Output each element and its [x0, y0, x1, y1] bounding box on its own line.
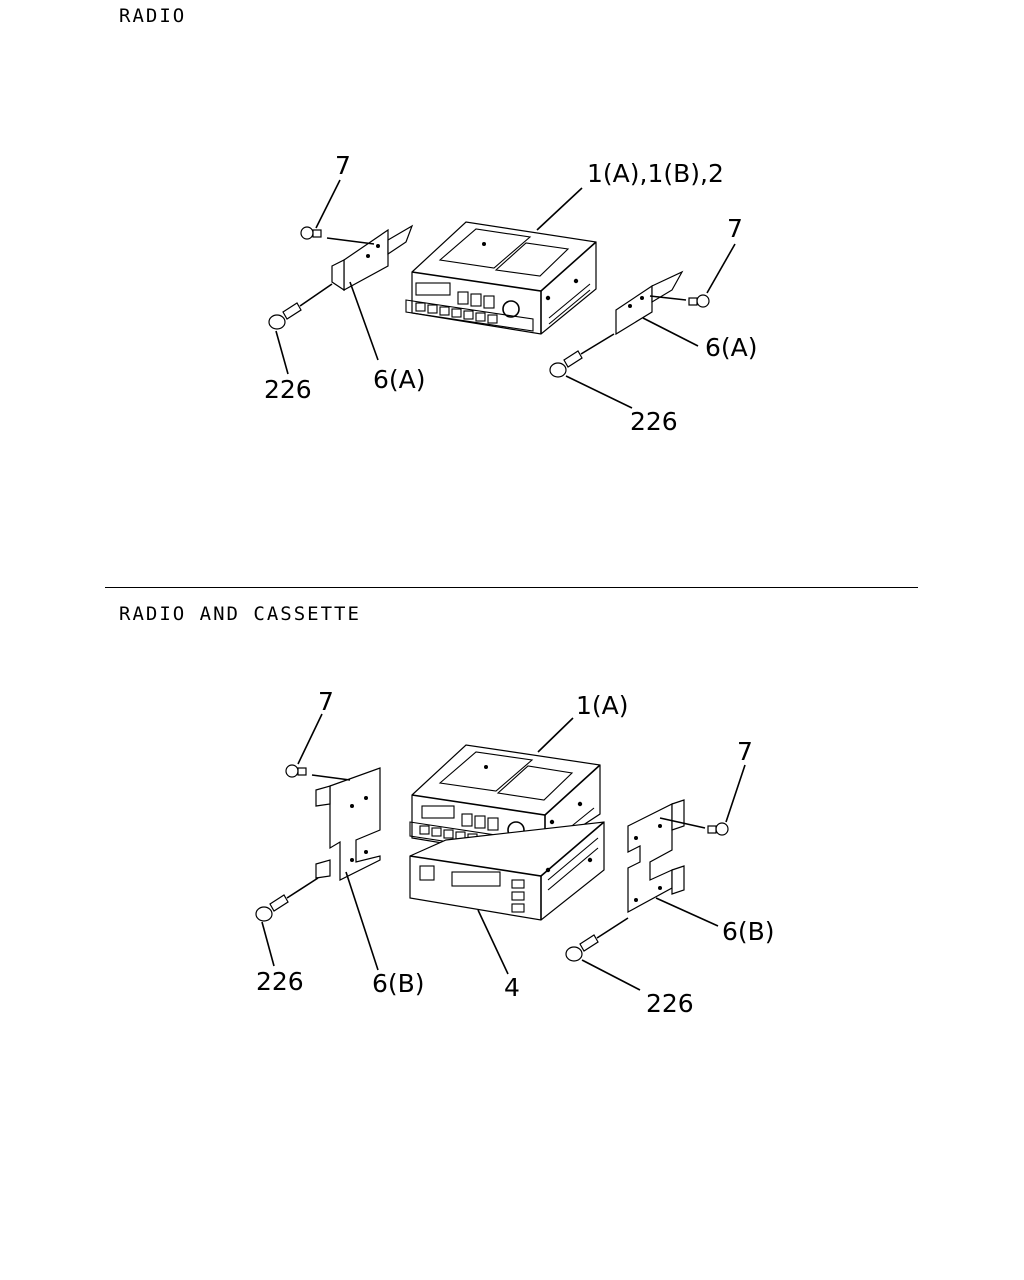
section-title-radio-cassette: RADIO AND CASSETTE [119, 603, 361, 625]
callout-bolt-right: 226 [630, 407, 678, 436]
screw-left [300, 226, 375, 245]
screw-right [649, 294, 710, 308]
bolt-right [549, 333, 615, 378]
bolt-left [268, 283, 333, 330]
callout-bracket-right: 6(B) [722, 917, 775, 946]
radio-exploded-diagram: 7 1(A),1(B),2 7 6(A) 226 6(A) 226 [264, 151, 758, 436]
bolt-right [565, 917, 629, 962]
callout-screw-left: 7 [335, 151, 351, 180]
bolt-left [255, 877, 319, 922]
screw-left [285, 764, 351, 781]
callout-screw-left: 7 [318, 687, 334, 716]
callout-bracket-left: 6(A) [373, 365, 426, 394]
section-title-radio: RADIO [119, 5, 187, 27]
callout-cassette: 4 [504, 973, 520, 1002]
bracket-right [627, 799, 685, 914]
callout-bolt-left: 226 [264, 375, 312, 404]
screw-right [659, 817, 729, 836]
callout-bracket-left: 6(B) [372, 969, 425, 998]
section-divider [105, 587, 918, 588]
radio-unit [405, 221, 597, 335]
bracket-left [315, 767, 381, 881]
cassette-unit [409, 821, 605, 921]
callout-unit: 1(A),1(B),2 [587, 159, 724, 188]
callout-bolt-right: 226 [646, 989, 694, 1018]
callout-screw-right: 7 [727, 214, 743, 243]
bracket-left [331, 224, 414, 292]
callout-bracket-right: 6(A) [705, 333, 758, 362]
bracket-right [615, 270, 684, 336]
callout-unit: 1(A) [576, 691, 629, 720]
callout-screw-right: 7 [737, 737, 753, 766]
callout-bolt-left: 226 [256, 967, 304, 996]
radio-cassette-exploded-diagram: 7 1(A) 7 6(B) 226 6(B) 4 226 [255, 687, 775, 1018]
